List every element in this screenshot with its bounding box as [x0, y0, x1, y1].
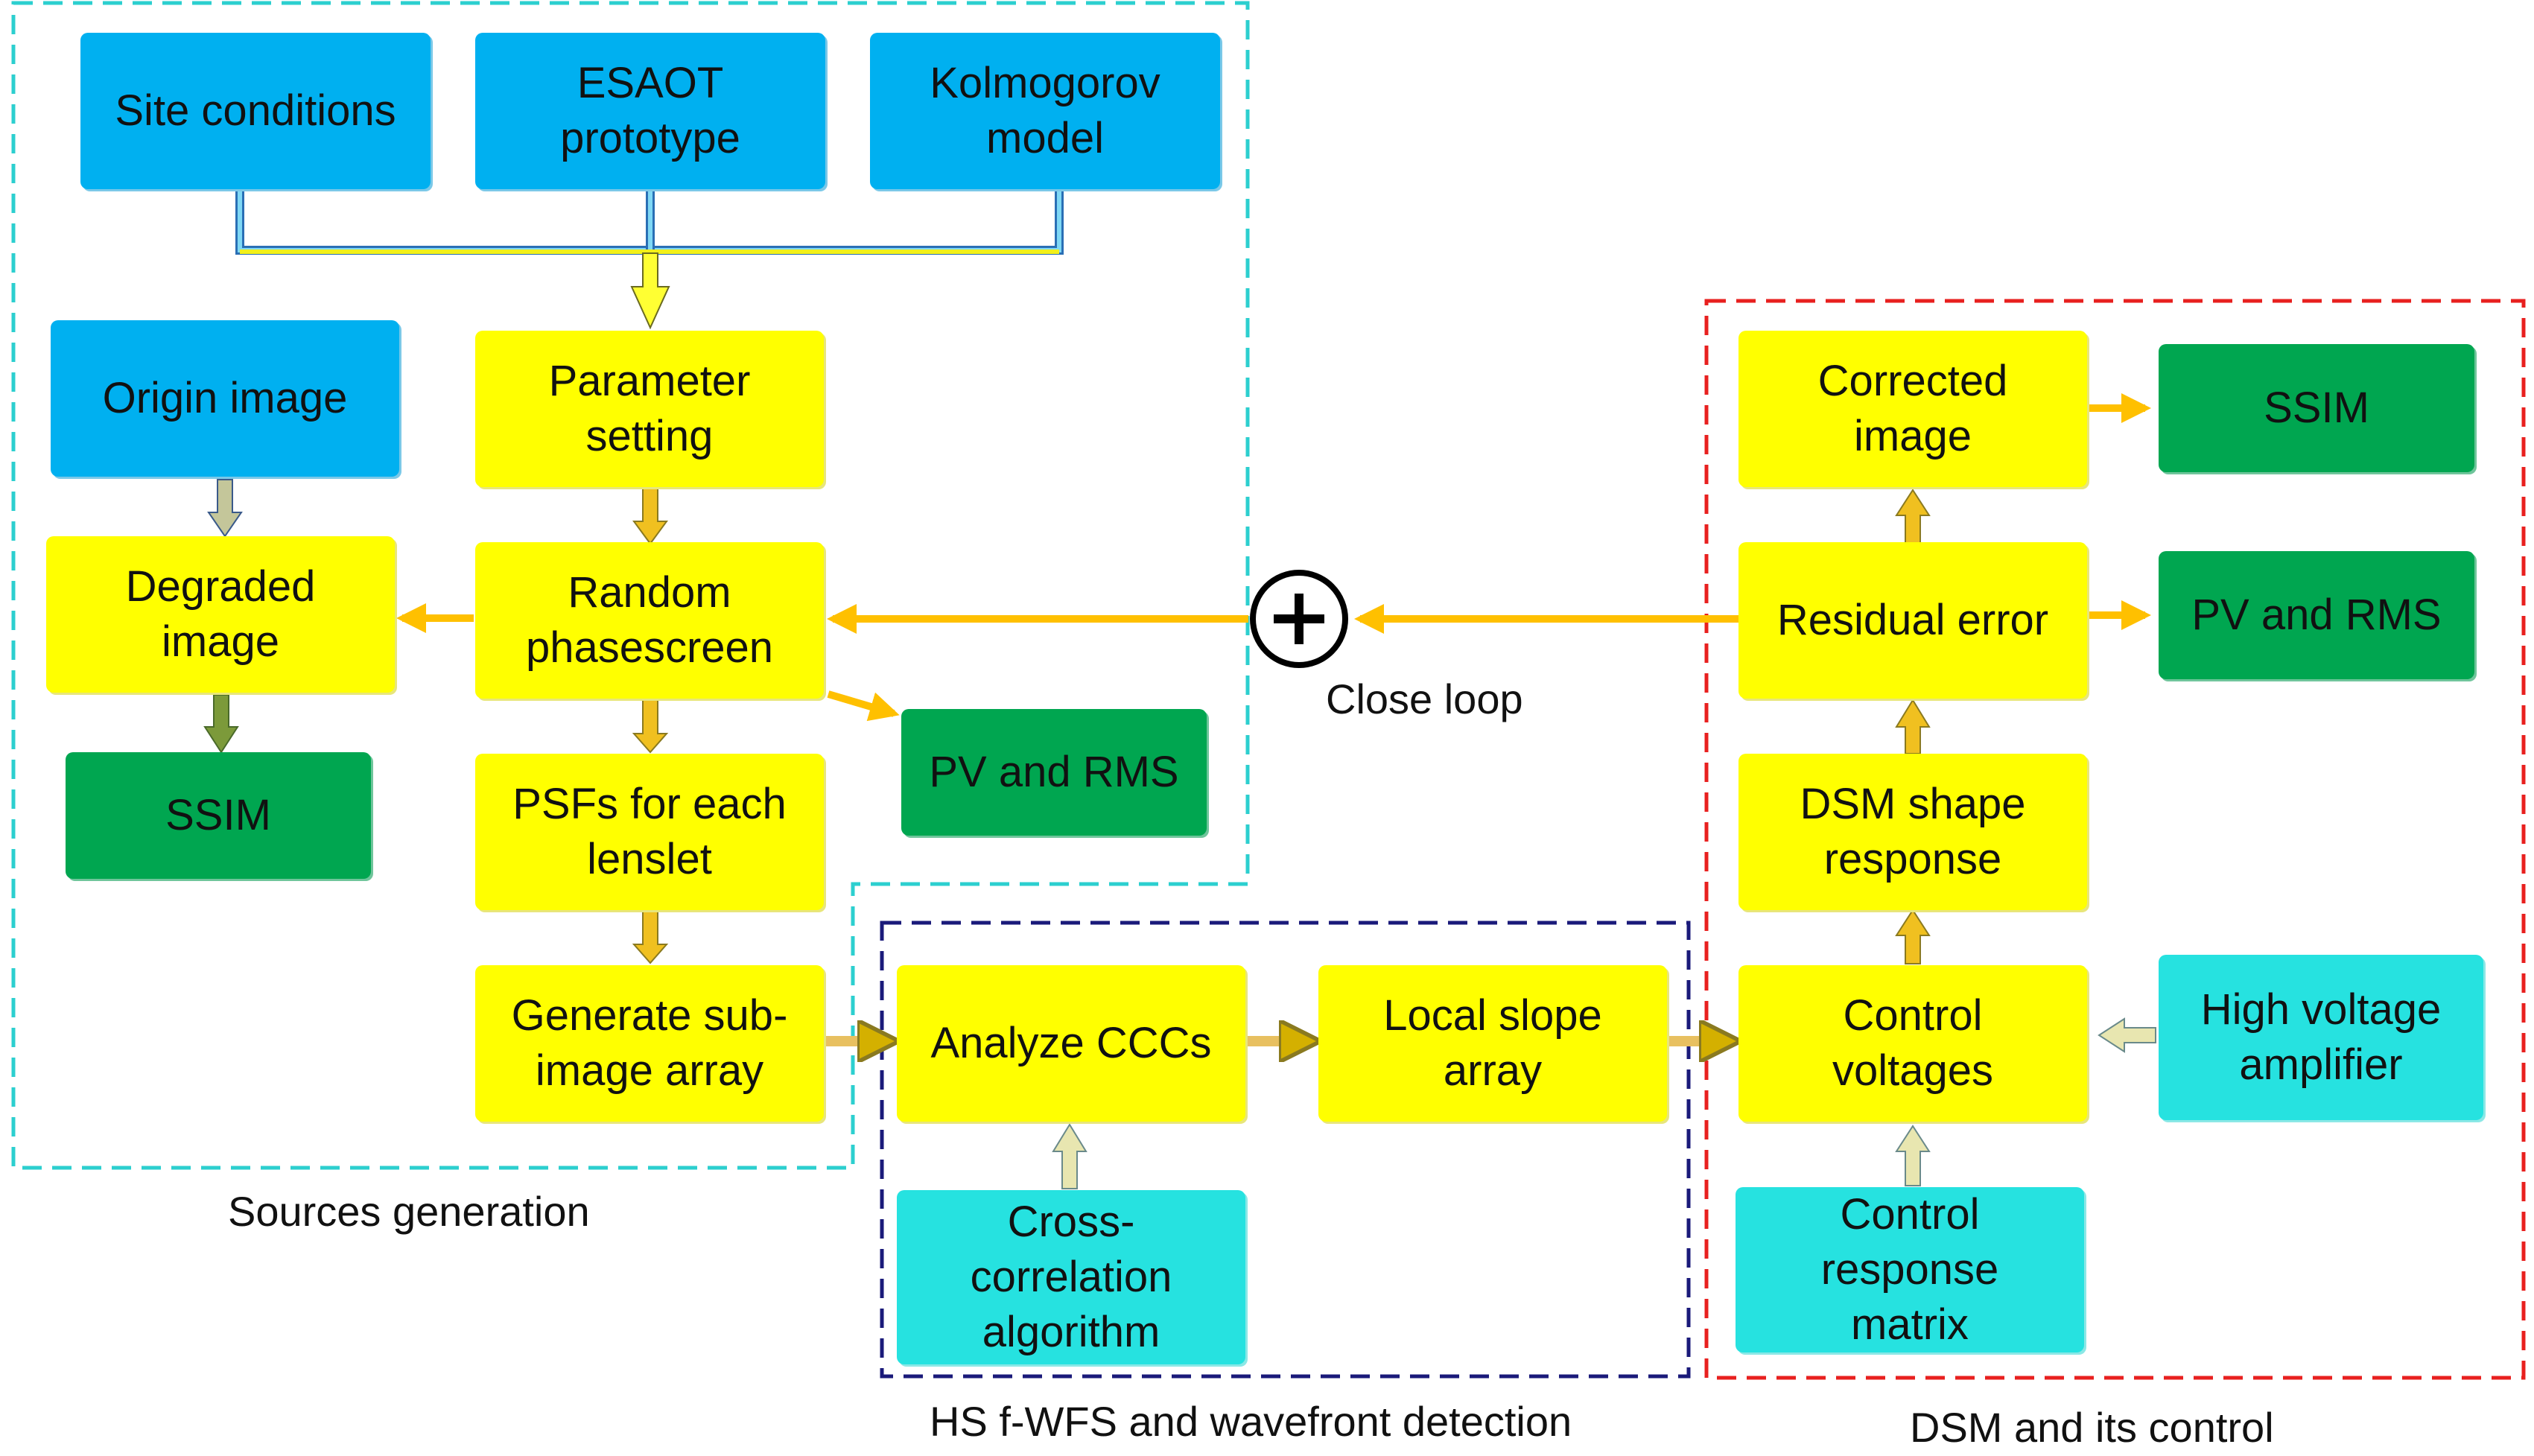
control-voltages-box: Control voltages [1738, 965, 2087, 1122]
sources-generation-label: Sources generation [228, 1188, 590, 1235]
close-loop-label: Close loop [1326, 675, 1523, 722]
pv-rms-right-box: PV and RMS [2159, 551, 2474, 679]
generate-subimage-box: Generate sub- image array [475, 965, 824, 1122]
arrow-origin-to-degraded [207, 479, 243, 538]
arrow-dsm-to-residual [1895, 699, 1931, 754]
dsm-region [1704, 299, 2526, 1380]
dsm-shape-response-box: DSM shape response [1738, 754, 2087, 910]
wfs-region-label: HS f-WFS and wavefront detection [930, 1398, 1572, 1445]
dsm-region-label: DSM and its control [1910, 1404, 2274, 1451]
arrow-control-to-dsm [1895, 909, 1931, 964]
psfs-box: PSFs for each lenslet [475, 754, 824, 910]
degraded-image-box: Degraded image [46, 536, 395, 693]
local-slope-box: Local slope array [1318, 965, 1667, 1122]
arrow-param-to-random [632, 488, 668, 545]
arrow-random-to-psfs [632, 699, 669, 754]
kolmogorov-model-box: Kolmogorov model [870, 33, 1220, 189]
sources-generation-region [11, 1, 1250, 1170]
arrow-crosscorr-to-analyze [1052, 1123, 1087, 1189]
corrected-image-box: Corrected image [1738, 331, 2087, 487]
residual-error-box: Residual error [1738, 542, 2087, 699]
esaot-prototype-box: ESAOT prototype [475, 33, 825, 189]
ssim-left-box: SSIM [66, 752, 371, 879]
high-voltage-amplifier-box: High voltage amplifier [2159, 955, 2483, 1120]
origin-image-box: Origin image [51, 320, 399, 477]
arrow-psfs-to-generate [632, 911, 669, 964]
wfs-region [880, 921, 1691, 1379]
plus-circle-icon [1250, 570, 1348, 668]
random-phasescreen-box: Random phasescreen [475, 542, 824, 699]
pv-rms-left-box: PV and RMS [901, 709, 1207, 836]
arrow-residual-to-corrected [1895, 489, 1931, 544]
arrow-degraded-to-ssim [203, 694, 239, 754]
site-conditions-box: Site conditions [80, 33, 431, 189]
arrow-crm-to-control [1895, 1125, 1931, 1186]
arrow-random-to-pvrms [827, 690, 900, 722]
cross-correlation-box: Cross- correlation algorithm [897, 1190, 1245, 1364]
analyze-cccs-box: Analyze CCCs [897, 965, 1245, 1122]
input-bus [235, 191, 1064, 330]
control-response-matrix-box: Control response matrix [1736, 1187, 2084, 1352]
ssim-right-box: SSIM [2159, 344, 2474, 472]
parameter-setting-box: Parameter setting [475, 331, 824, 487]
arrow-hva-to-control [2098, 1017, 2156, 1053]
